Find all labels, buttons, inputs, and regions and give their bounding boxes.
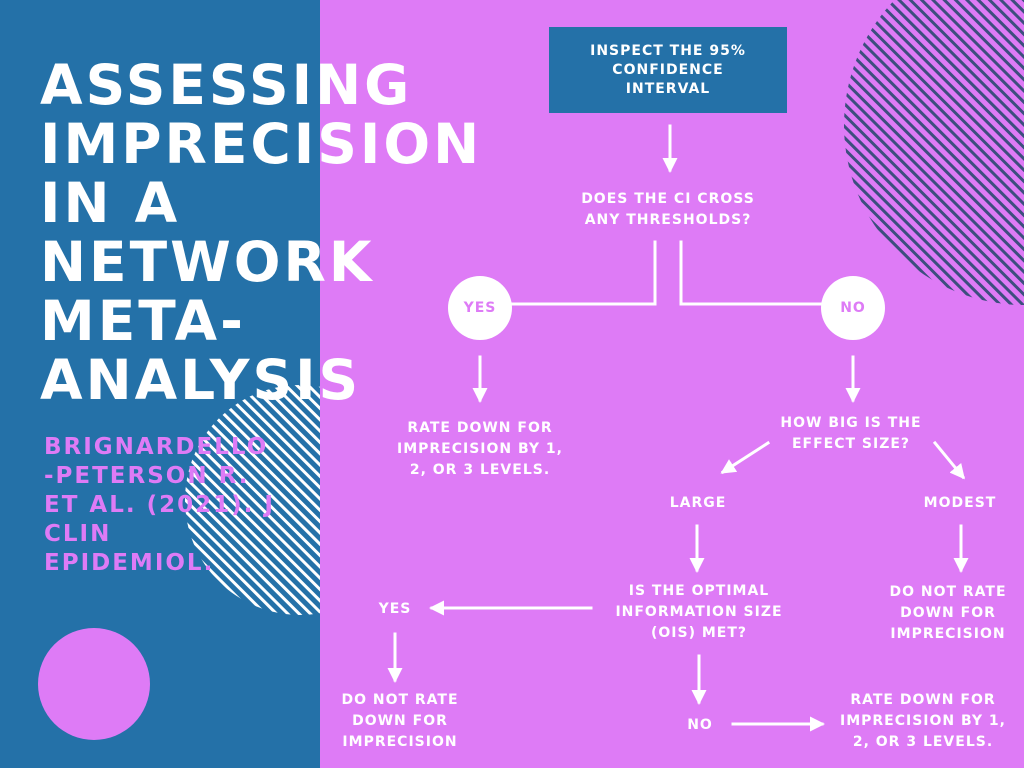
do-not-rate-ois: DO NOT RATE DOWN FOR IMPRECISION <box>330 690 470 753</box>
label-no-ois: NO <box>687 717 713 733</box>
question-ois-line: INFORMATION SIZE <box>615 604 783 620</box>
do-not-rate-line: DO NOT RATE <box>889 584 1007 600</box>
yes-bubble: YES <box>448 276 512 340</box>
rate-down-line: 2, OR 3 LEVELS. <box>409 462 551 478</box>
label-yes-ois: YES <box>378 601 412 617</box>
rate-down-line: IMPRECISION BY 1, <box>397 441 563 457</box>
citation-line: -PETERSON R. <box>44 463 250 489</box>
do-not-rate-line: DOWN FOR <box>352 713 448 729</box>
title-line: ANALYSIS <box>40 348 362 412</box>
do-not-rate-line: IMPRECISION <box>890 626 1006 642</box>
rate-down-line: RATE DOWN FOR <box>407 420 553 436</box>
title-line: META- <box>40 289 246 353</box>
question-ois-line: IS THE OPTIMAL <box>628 583 770 599</box>
connector-to-no <box>679 240 824 306</box>
citation: BRIGNARDELLO -PETERSON R. ET AL. (2021).… <box>44 433 314 578</box>
poster-title: ASSESSING IMPRECISION IN A NETWORK META-… <box>40 56 520 410</box>
no-bubble: NO <box>821 276 885 340</box>
label-modest: MODEST <box>923 495 997 511</box>
hatched-circle-top-right-decoration <box>844 0 1024 305</box>
title-line: IN A <box>40 171 181 235</box>
citation-line: EPIDEMIOL. <box>44 550 215 576</box>
connector-to-yes <box>503 240 657 306</box>
citation-line: CLIN <box>44 521 112 547</box>
pink-circle-decoration <box>38 628 150 740</box>
question-effect-size: HOW BIG IS THE EFFECT SIZE? <box>765 413 937 455</box>
left-panel <box>0 0 320 768</box>
question-effect-line: EFFECT SIZE? <box>791 436 911 452</box>
rate-down-line: IMPRECISION BY 1, <box>840 713 1006 729</box>
question-effect-line: HOW BIG IS THE <box>780 415 922 431</box>
question-ci-thresholds: DOES THE CI CROSS ANY THRESHOLDS? <box>568 189 768 231</box>
rate-down-line: RATE DOWN FOR <box>850 692 996 708</box>
label-large: LARGE <box>669 495 727 511</box>
question-ci-line: DOES THE CI CROSS <box>581 191 755 207</box>
arrow-to-large <box>720 440 771 475</box>
title-line: IMPRECISION <box>40 112 483 176</box>
rate-down-imprecision-1: RATE DOWN FOR IMPRECISION BY 1, 2, OR 3 … <box>390 418 570 481</box>
question-ois-met: IS THE OPTIMAL INFORMATION SIZE (OIS) ME… <box>598 581 800 644</box>
title-line: ASSESSING <box>40 53 413 117</box>
start-box-line: INTERVAL <box>625 80 711 97</box>
rate-down-imprecision-2: RATE DOWN FOR IMPRECISION BY 1, 2, OR 3 … <box>833 690 1013 753</box>
start-box-line: CONFIDENCE <box>612 61 724 78</box>
right-panel <box>320 0 1024 768</box>
do-not-rate-line: DO NOT RATE <box>341 692 459 708</box>
arrow-to-modest <box>932 440 966 480</box>
hatched-circle-left-decoration <box>185 385 320 615</box>
citation-line: BRIGNARDELLO <box>44 434 269 460</box>
do-not-rate-line: DOWN FOR <box>900 605 996 621</box>
question-ci-line: ANY THRESHOLDS? <box>584 212 752 228</box>
title-line: NETWORK <box>40 230 375 294</box>
citation-line: ET AL. (2021). J <box>44 492 275 518</box>
question-ois-line: (OIS) MET? <box>650 625 748 641</box>
do-not-rate-line: IMPRECISION <box>342 734 458 750</box>
do-not-rate-modest: DO NOT RATE DOWN FOR IMPRECISION <box>880 582 1016 645</box>
start-box-inspect-ci: INSPECT THE 95% CONFIDENCE INTERVAL <box>549 27 787 113</box>
rate-down-line: 2, OR 3 LEVELS. <box>852 734 994 750</box>
start-box-line: INSPECT THE 95% <box>590 42 746 59</box>
